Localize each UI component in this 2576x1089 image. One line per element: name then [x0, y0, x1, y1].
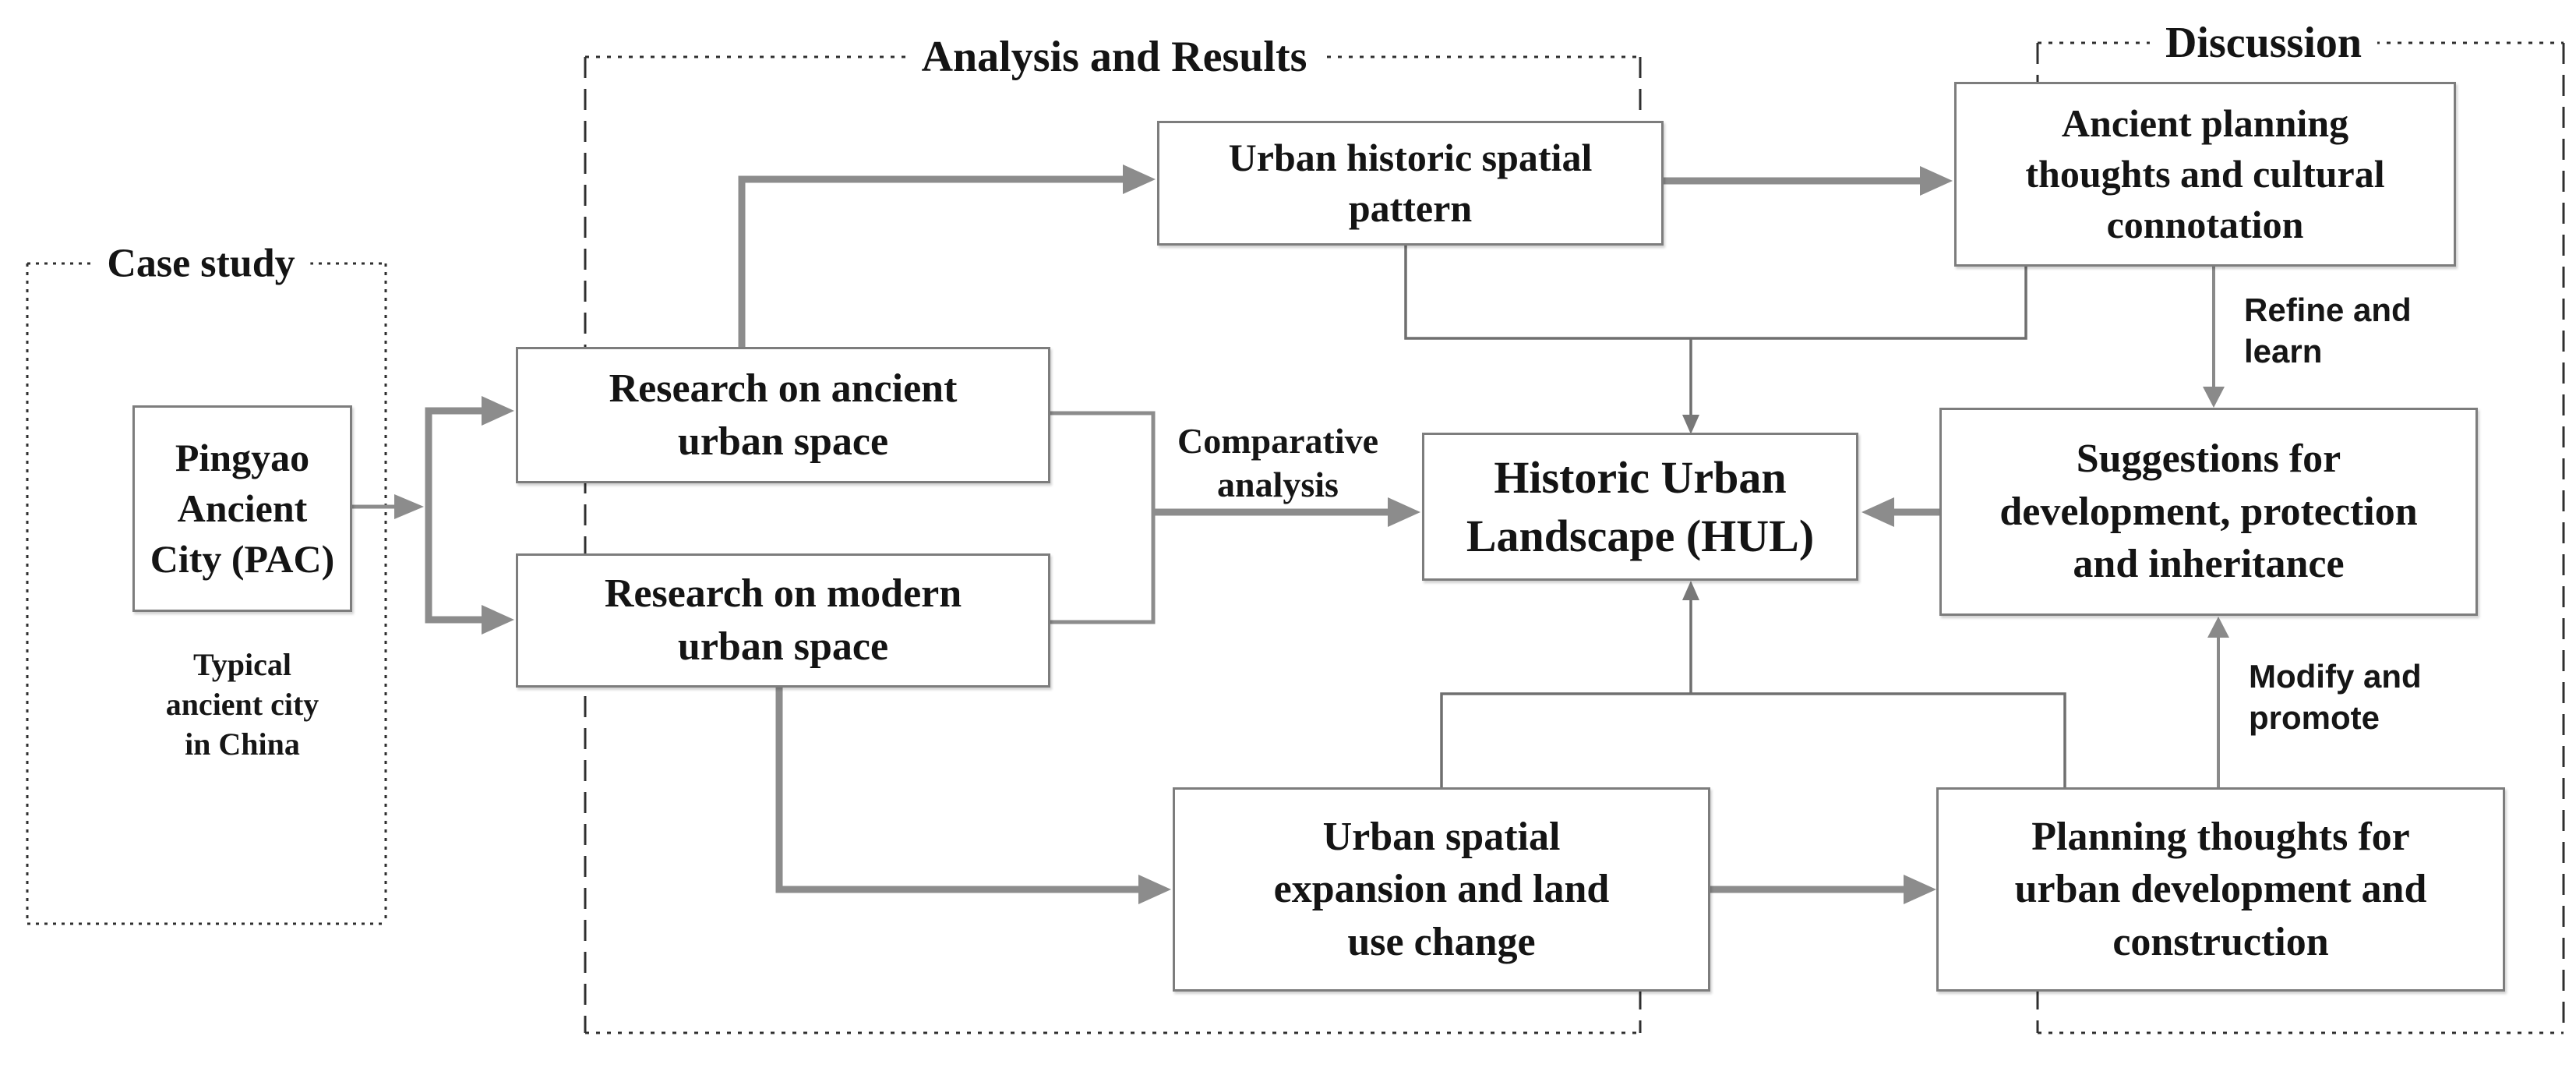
arrowhead-into-hul-bottom: [1682, 581, 1699, 600]
box-urban-historic-pattern: Urban historic spatial pattern: [1157, 121, 1664, 246]
section-title-case-study: Case study: [91, 239, 311, 288]
comparative-merge-bracket: [1050, 411, 1156, 624]
pac-output-arrow: [352, 494, 424, 519]
box-planning-thoughts: Planning thoughts for urban development …: [1936, 787, 2505, 992]
modern-to-urban-spatial-arrow: [775, 688, 1171, 904]
box-urban-spatial-expansion: Urban spatial expansion and land use cha…: [1173, 787, 1710, 992]
comparative-analysis-arrow: [1153, 497, 1420, 527]
label-typical-ancient-city: Typical ancient city in China: [165, 647, 319, 762]
bottom-merge-connector: [1440, 599, 2066, 787]
box-suggestions: Suggestions for development, protection …: [1939, 408, 2478, 616]
case-study-dashed-border: [26, 262, 387, 925]
box-research-ancient: Research on ancient urban space: [516, 347, 1050, 483]
box-ancient-planning-thoughts: Ancient planning thoughts and cultural c…: [1954, 82, 2456, 267]
label-modify-and-promote: Modify and promote: [2249, 658, 2422, 736]
arrowhead-modify-up: [2207, 617, 2229, 638]
section-title-analysis-results: Analysis and Results: [905, 30, 1323, 83]
label-refine-and-learn: Refine and learn: [2244, 292, 2412, 369]
suggestions-to-hul-arrow: [1861, 497, 1939, 527]
box-research-modern: Research on modern urban space: [516, 553, 1050, 688]
top-merge-connector: [1404, 246, 2027, 416]
arrowhead-into-hul-top: [1682, 415, 1699, 434]
label-comparative-analysis: Comparative analysis: [1177, 421, 1379, 505]
arrowhead-refine-down: [2203, 387, 2225, 408]
ancient-to-urban-hist-arrow: [738, 164, 1156, 347]
urban-spatial-to-planning-arrow: [1710, 875, 1936, 904]
box-pingyao-ancient-city: Pingyao Ancient City (PAC): [132, 405, 352, 612]
box-historic-urban-landscape: Historic Urban Landscape (HUL): [1422, 433, 1858, 581]
urban-hist-to-ancient-planning-arrow: [1664, 166, 1953, 196]
section-title-discussion: Discussion: [2149, 16, 2378, 69]
branch-to-research-boxes: [425, 396, 514, 635]
